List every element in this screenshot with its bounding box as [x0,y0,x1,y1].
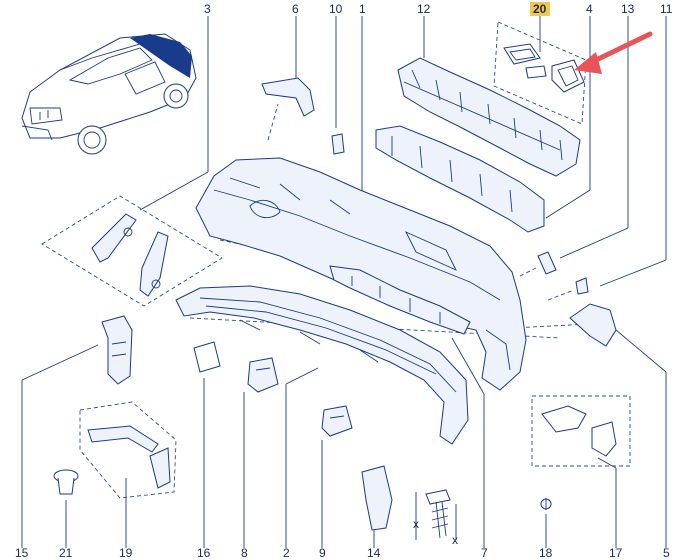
callout-18: 18 [539,546,553,560]
callout-labels-top: 3 6 10 1 12 20 4 13 11 [204,2,673,16]
part-12-upper-absorber [397,57,581,177]
part-19-brackets [87,425,171,489]
callout-labels-bottom: 15 21 19 16 8 2 9 14 7 18 17 5 [15,546,670,560]
part-21-clip [53,469,79,495]
highlight-arrow [574,31,653,74]
part-5-side-bracket [569,303,617,347]
part-16-cap [193,341,221,373]
callout-6: 6 [292,2,299,16]
dimension-mark-x1: x [413,517,419,531]
callout-15: 15 [15,546,29,560]
callout-20-highlight-box [530,2,550,16]
callout-14: 14 [367,546,381,560]
callout-5: 5 [663,546,670,560]
callout-20: 20 [533,2,547,16]
part-18-screw [540,498,552,510]
part-2-lower-grille [175,285,469,445]
dimension-mark-x2: x [452,533,458,547]
callout-17: 17 [609,546,623,560]
part-13-clip [537,251,557,275]
part-11-clip [575,277,589,295]
part-17-covers [541,405,617,457]
callout-8: 8 [241,546,248,560]
callout-2: 2 [283,546,290,560]
callout-19: 19 [119,546,133,560]
part-10-clip [331,133,345,155]
callout-21: 21 [59,546,73,560]
callout-12: 12 [417,2,431,16]
part-7-inner-bracket [329,265,471,335]
part-15-bracket [101,315,133,385]
callout-1: 1 [359,2,366,16]
callout-9: 9 [319,546,326,560]
callout-7: 7 [481,546,488,560]
part-8-bracket [247,357,279,393]
part-20-bracket-set [503,43,585,93]
callout-3: 3 [204,2,211,16]
callout-13: 13 [621,2,635,16]
bolt-dimension-detail: x x [413,489,458,547]
part-14-bracket [361,465,393,531]
leader-lines [21,16,667,548]
callout-16: 16 [197,546,211,560]
callout-11: 11 [660,2,673,16]
part-4-lower-absorber [375,125,545,233]
part-9-bracket [321,405,353,437]
car-illustration [21,33,197,155]
callout-10: 10 [329,2,343,16]
part-3-side-brackets [91,213,169,297]
callout-4: 4 [586,2,593,16]
part-6-upper-bracket [261,77,315,117]
